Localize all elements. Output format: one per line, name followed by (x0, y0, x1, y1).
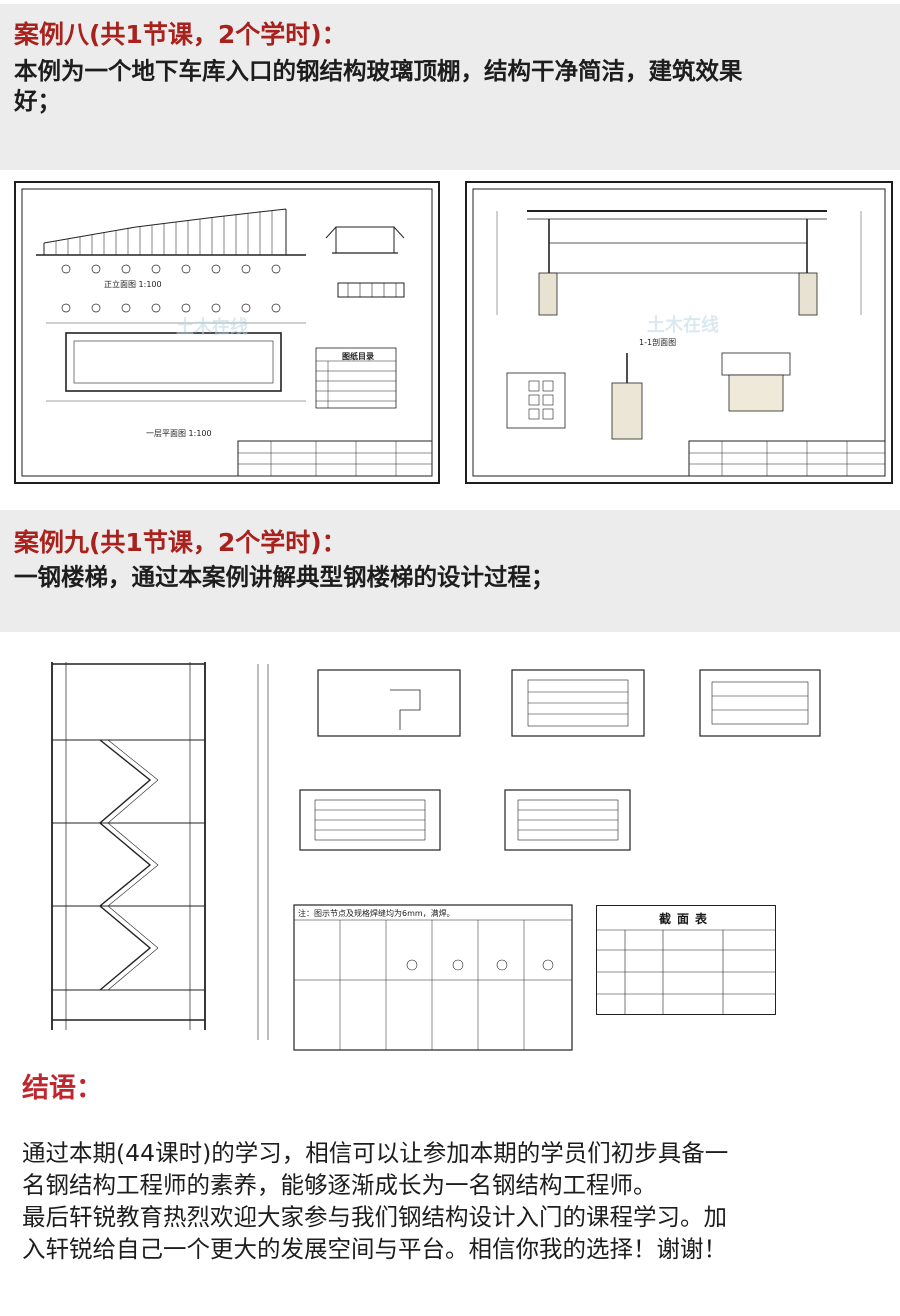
case9-band (0, 510, 900, 632)
closing-line1: 通过本期(44课时)的学习，相信可以让参加本期的学员们初步具备一 (22, 1139, 729, 1167)
case9-body-line1: 一钢楼梯，通过本案例讲解典型钢楼梯的设计过程； (14, 563, 555, 591)
case8-plan-label: 一层平面图 1:100 (146, 429, 212, 438)
case8-drawing-section-details: 1-1剖面图 土木在线 (465, 181, 893, 484)
case8-section-label: 1-1剖面图 (639, 338, 677, 347)
case9-stair-drawings (51, 662, 821, 1051)
closing-title: 结语： (22, 1073, 103, 1104)
closing-line4: 入轩锐给自己一个更大的发展空间与平台。相信你我的选择！谢谢！ (22, 1235, 727, 1263)
closing-line3: 最后轩锐教育热烈欢迎大家参与我们钢结构设计入门的课程学习。加 (22, 1203, 727, 1231)
case8-elevation-label: 正立面图 1:100 (104, 280, 162, 289)
case8-title: 案例八(共1节课，2个学时)： (14, 20, 347, 49)
section-table-title: 截面表 (658, 912, 713, 926)
case9-detail-note: 注：图示节点及规格焊缝均为6mm，满焊。 (298, 909, 455, 918)
case8-body-line2: 好； (14, 87, 61, 115)
case8-drawing-elevation-plan: 正立面图 1:100 一层平面图 1:100 图纸目录 土木在线 (14, 181, 440, 484)
closing-line2: 名钢结构工程师的素养，能够逐渐成长为一名钢结构工程师。 (22, 1171, 657, 1199)
case8-body-line1: 本例为一个地下车库入口的钢结构玻璃顶棚，结构干净简洁，建筑效果 (14, 57, 743, 85)
case8-sheet-list-title: 图纸目录 (342, 352, 374, 361)
case9-title: 案例九(共1节课，2个学时)： (14, 528, 347, 557)
case9-section-table: 截面表 (596, 905, 776, 1015)
watermark-logo-right: 土木在线 (647, 315, 719, 336)
case8-band (0, 4, 900, 170)
watermark-logo-left: 土木在线 (176, 317, 248, 338)
